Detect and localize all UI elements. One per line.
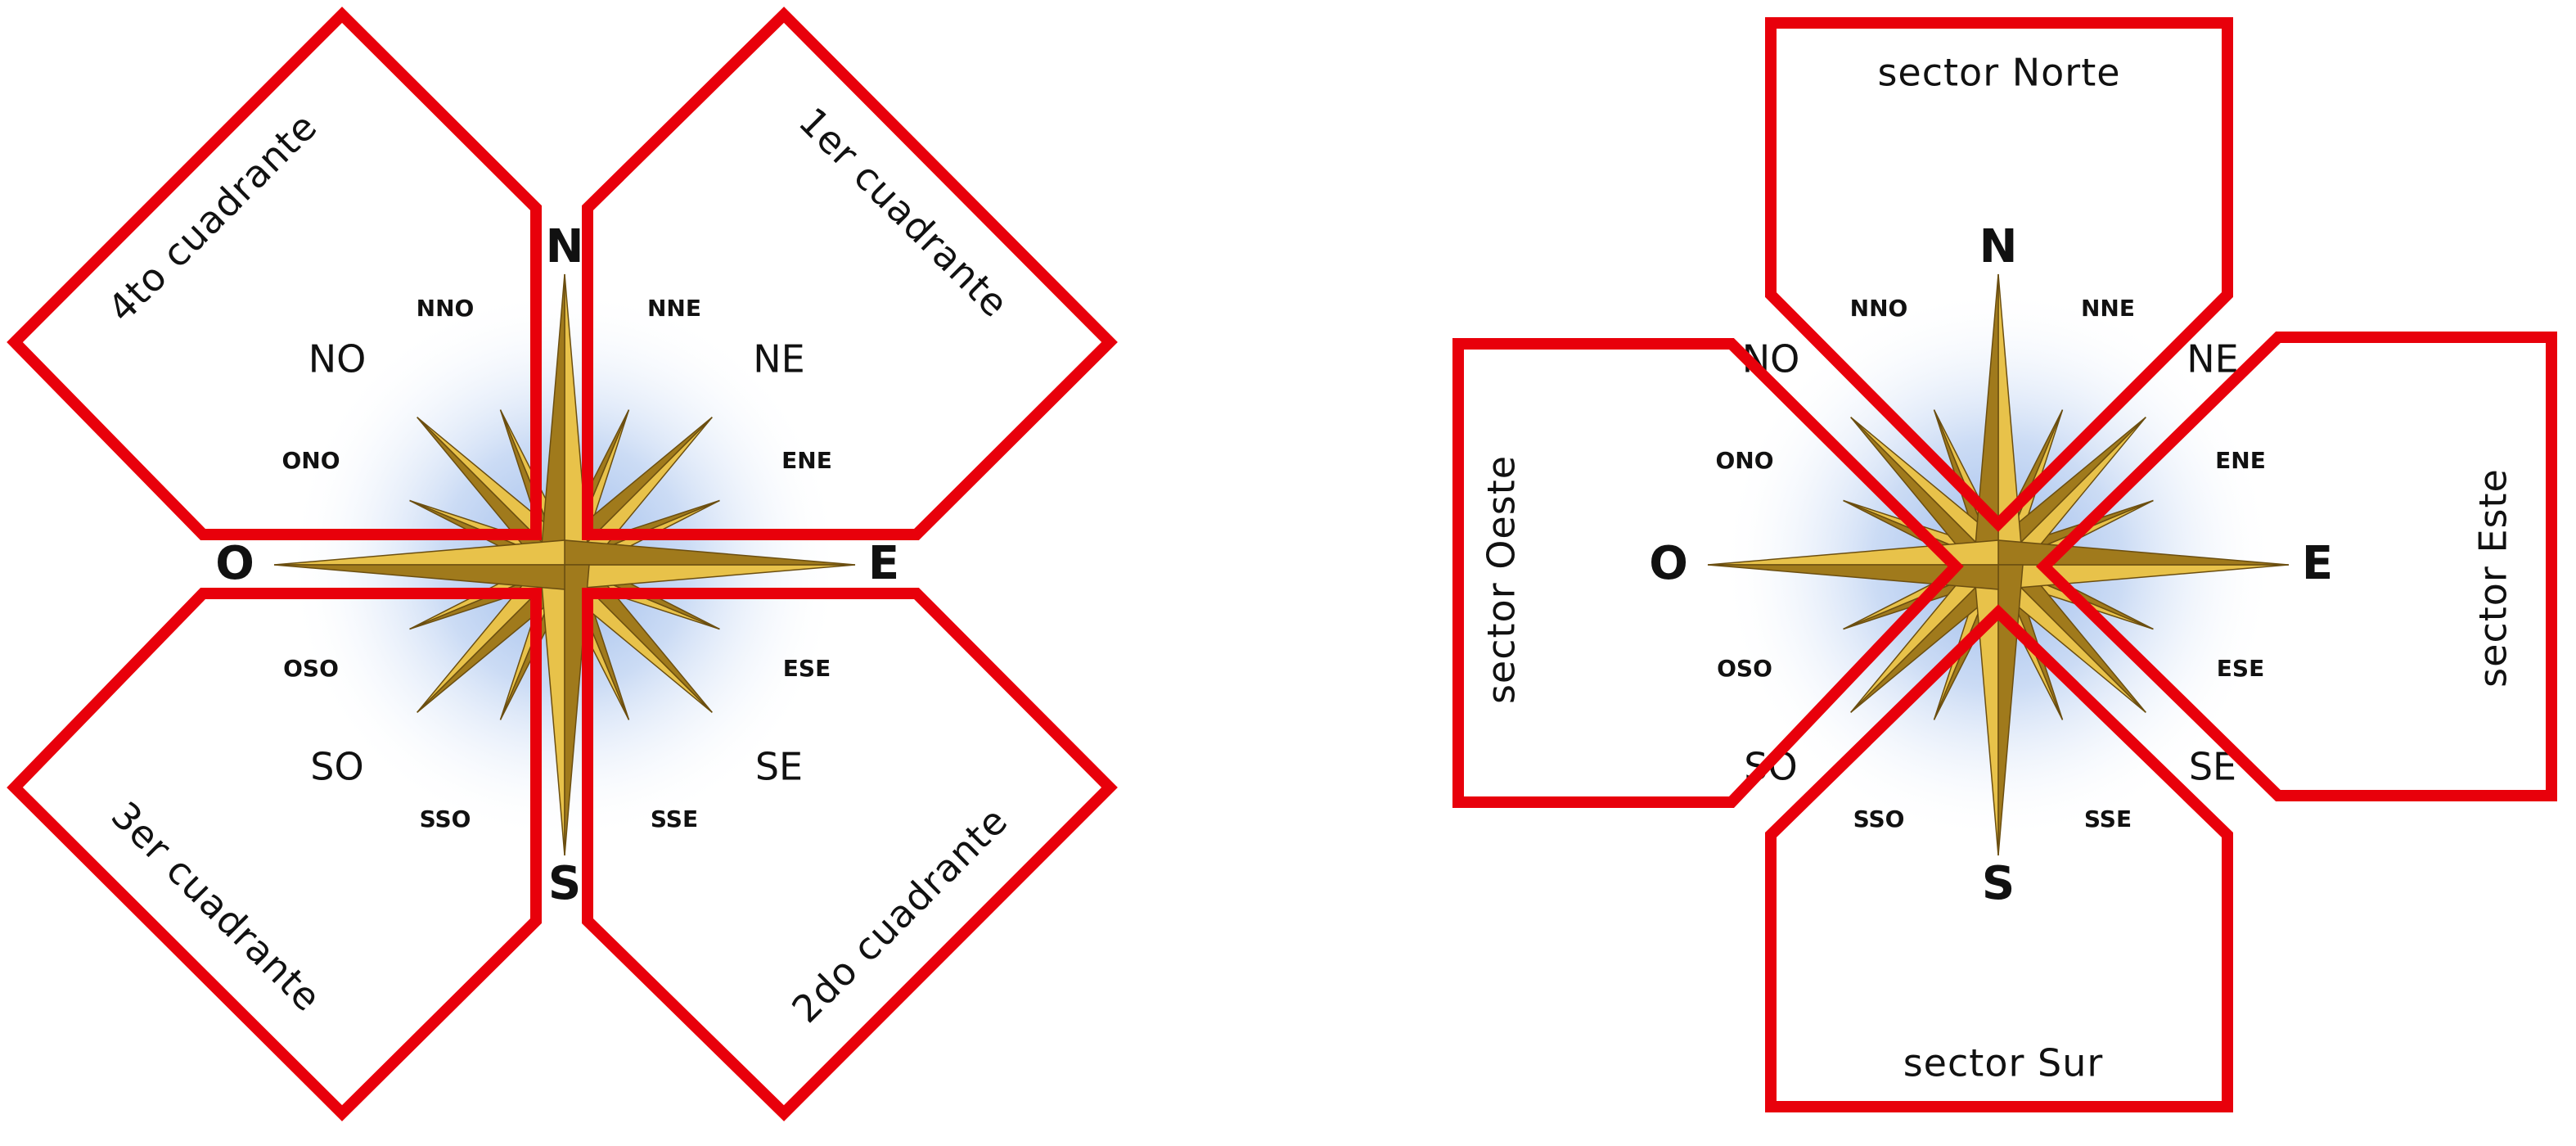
label-sector-norte: sector Norte bbox=[1877, 51, 2120, 95]
dir-S: S bbox=[1982, 857, 2015, 910]
dir-SO: SO bbox=[310, 745, 363, 789]
dir-O: O bbox=[215, 537, 254, 590]
region-4to-cuadrante bbox=[7, 7, 542, 540]
region-sector-oeste bbox=[1452, 338, 1964, 808]
region-sector-sur bbox=[1765, 604, 2233, 1112]
star-point-o-shade bbox=[273, 564, 565, 590]
label-sector-oeste: sector Oeste bbox=[1479, 455, 1524, 704]
dir-NNO: NNO bbox=[417, 295, 475, 322]
direction-labels: N S E O NE SE SO NO NNE ENE ESE SSE SSO … bbox=[215, 220, 899, 910]
region-sector-norte bbox=[1765, 17, 2233, 532]
dir-OSO: OSO bbox=[283, 655, 339, 682]
sector-regions bbox=[1452, 17, 2557, 1112]
dir-OSO: OSO bbox=[1717, 655, 1772, 682]
dir-ENE: ENE bbox=[781, 447, 832, 474]
region-1er-cuadrante bbox=[582, 7, 1118, 540]
compass-rose-left: N S E O NE SE SO NO NNE ENE ESE SSE SSO … bbox=[215, 220, 899, 910]
dir-E: E bbox=[2302, 537, 2333, 590]
dir-E: E bbox=[868, 537, 899, 590]
dir-SE: SE bbox=[755, 745, 803, 789]
dir-SSE: SSE bbox=[651, 805, 698, 832]
dir-SSE: SSE bbox=[2084, 805, 2132, 832]
dir-N: N bbox=[1979, 220, 2018, 273]
dir-SSO: SSO bbox=[420, 805, 471, 832]
quadrant-regions bbox=[7, 7, 1118, 1121]
dir-N: N bbox=[546, 220, 584, 273]
dir-S: S bbox=[548, 857, 581, 910]
region-3er-cuadrante bbox=[7, 588, 542, 1121]
dir-ESE: ESE bbox=[2217, 655, 2264, 682]
dir-NNE: NNE bbox=[2081, 295, 2135, 322]
direction-labels: N S E O NE SE SO NO NNE ENE ESE SSE SSO … bbox=[1649, 220, 2333, 910]
dir-NNE: NNE bbox=[647, 295, 701, 322]
dir-NE: NE bbox=[2186, 337, 2238, 381]
dir-NO: NO bbox=[308, 337, 367, 381]
dir-NE: NE bbox=[753, 337, 804, 381]
sector-labels: sector Norte sector Sur sector Oeste sec… bbox=[1479, 51, 2515, 1085]
region-2do-cuadrante bbox=[582, 588, 1118, 1121]
label-sector-este: sector Este bbox=[2471, 468, 2515, 688]
star-point-o-shade bbox=[1707, 564, 1999, 590]
dir-NNO: NNO bbox=[1850, 295, 1908, 322]
compass-rose-right: N S E O NE SE SO NO NNE ENE ESE SSE SSO … bbox=[1649, 220, 2333, 910]
dir-ONO: ONO bbox=[281, 447, 340, 474]
dir-ONO: ONO bbox=[1715, 447, 1773, 474]
label-sector-sur: sector Sur bbox=[1903, 1041, 2104, 1085]
dir-O: O bbox=[1649, 537, 1688, 590]
dir-ESE: ESE bbox=[783, 655, 831, 682]
region-sector-este bbox=[2035, 332, 2557, 801]
dir-ENE: ENE bbox=[2215, 447, 2266, 474]
dir-SSO: SSO bbox=[1853, 805, 1905, 832]
